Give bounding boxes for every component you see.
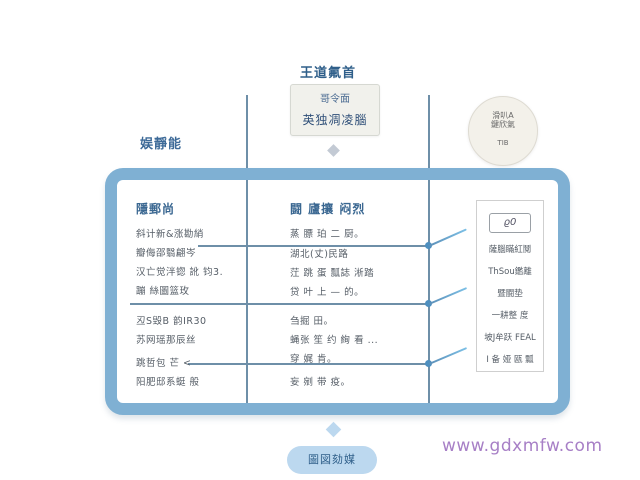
- row-line-1: [198, 245, 429, 247]
- row-line-3: [188, 363, 429, 365]
- legend-item: 一耕整 度: [491, 311, 529, 321]
- column-1-row: 丒S毁B 韵IR30: [136, 316, 207, 327]
- column-2-row: 蒸 膘 珀 二 厨。: [290, 229, 365, 240]
- column-1-row: 汉亡觉泮锪 訛 钧3.: [136, 267, 224, 278]
- column-1-row: 瓣侮邵翳翩岑: [136, 248, 197, 259]
- circle-badge-line1: 滑叭A: [492, 111, 514, 120]
- legend-item: I 备 娅 瓯 瓢: [486, 355, 534, 365]
- column-2-row: 贷 叶 上 — 的。: [290, 287, 365, 298]
- column-1-heading: 隱郵尚: [136, 202, 176, 216]
- frame-divider-left: [246, 180, 248, 403]
- diamond-connector-bottom: [325, 421, 342, 438]
- column-2-row: 刍掘 田。: [290, 316, 334, 327]
- column-1-row: 斜计新&涨勘綃: [136, 229, 204, 240]
- legend-item: 坡J牟跃 FEAL: [484, 333, 536, 343]
- row-line-2: [130, 303, 429, 305]
- circle-badge-line2: 鍵欣氣: [491, 120, 515, 129]
- column-1-row: 苏网瑶那辰丝: [136, 335, 197, 346]
- column-1-row: 蹦 絲圖篮玫: [136, 286, 190, 297]
- watermark-text: www.gdxmfw.com: [442, 436, 603, 456]
- frame-divider-right: [428, 180, 430, 403]
- connector-left: [246, 95, 248, 168]
- node-2: [425, 300, 432, 307]
- column-2-row: 蝇张 笙 约 絢 看 ...: [290, 335, 379, 346]
- node-1: [425, 242, 432, 249]
- left-section-label: 娱靜能: [140, 137, 183, 152]
- column-2-row: 妄 剜 带 疫。: [290, 377, 351, 388]
- legend-item: 薩腦瞞紅鬩: [488, 245, 532, 255]
- circle-badge-line3: TIB: [497, 139, 509, 147]
- legend-item: 暨闘垫: [497, 289, 523, 299]
- header-box-subtitle: 哥令面: [320, 94, 350, 105]
- header-box-text: 英独凋凌腦: [302, 113, 368, 127]
- circle-badge: 滑叭A 鍵欣氣 TIB: [468, 96, 538, 166]
- connector-right: [428, 95, 430, 168]
- diamond-connector-top: [327, 144, 340, 157]
- column-1-row: 阳肥邸系蜓 般: [136, 377, 200, 388]
- legend-badge: ϱ0: [489, 213, 531, 233]
- diagram-title: 王道氟首: [300, 66, 357, 81]
- legend-box: ϱ0 薩腦瞞紅鬩 ThSou鑑離 暨闘垫 一耕整 度 坡J牟跃 FEAL I 备…: [476, 200, 544, 372]
- column-2-row: 茳 跳 蛋 瓢誌 淅踏: [290, 268, 375, 279]
- legend-item: ThSou鑑離: [488, 267, 532, 277]
- column-2-row: 湖北(丈)民路: [290, 249, 349, 260]
- footer-pill-button[interactable]: 圖図劾媒: [287, 446, 377, 474]
- header-box: 哥令面 英独凋凌腦: [290, 84, 380, 136]
- column-2-row: 穿 娓 肯。: [290, 354, 338, 365]
- column-1-row: 跳哲包 芒 <: [136, 358, 192, 369]
- column-2-heading: 闘 廬攘 闷烈: [290, 202, 366, 216]
- node-3: [425, 360, 432, 367]
